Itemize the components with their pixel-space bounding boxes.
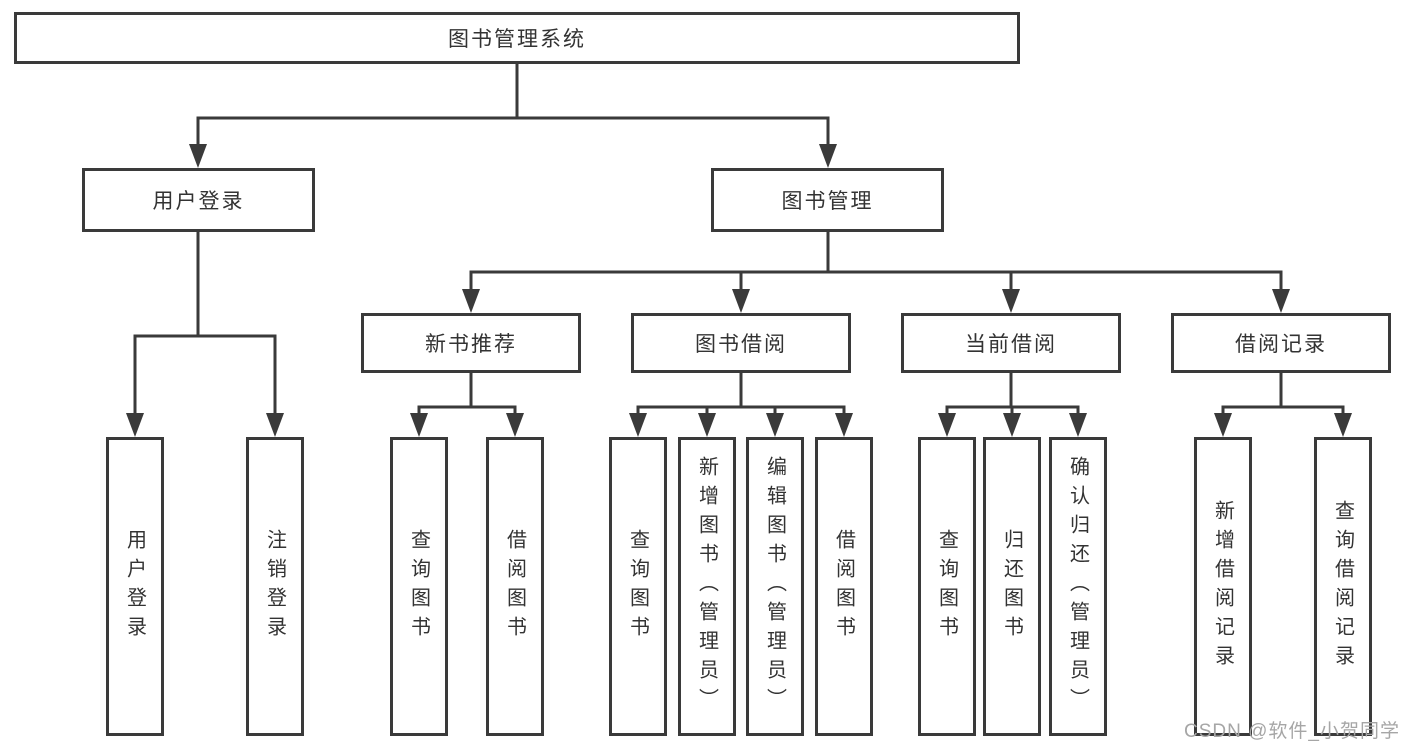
leaf-cb-query-book: 查询图书 — [918, 437, 976, 736]
leaf-user-login: 用户登录 — [106, 437, 164, 736]
leaf-nbr-query-book: 查询图书 — [390, 437, 448, 736]
leaf-bb-borrow-book: 借阅图书 — [815, 437, 873, 736]
leaf-br-query-record: 查询借阅记录 — [1314, 437, 1372, 736]
node-borrow-record: 借阅记录 — [1171, 313, 1391, 373]
node-root-system: 图书管理系统 — [14, 12, 1020, 64]
leaf-nbr-borrow-book: 借阅图书 — [486, 437, 544, 736]
leaf-cb-return-book: 归还图书 — [983, 437, 1041, 736]
leaf-bb-query-book: 查询图书 — [609, 437, 667, 736]
csdn-watermark: CSDN @软件_小贺同学 — [1184, 721, 1400, 742]
leaf-bb-edit-book-admin: 编辑图书（管理员） — [746, 437, 804, 736]
node-user-login: 用户登录 — [82, 168, 315, 232]
node-book-management: 图书管理 — [711, 168, 944, 232]
leaf-bb-add-book-admin: 新增图书（管理员） — [678, 437, 736, 736]
node-new-book-recommend: 新书推荐 — [361, 313, 581, 373]
node-current-borrow: 当前借阅 — [901, 313, 1121, 373]
node-book-borrow: 图书借阅 — [631, 313, 851, 373]
leaf-cb-confirm-return-admin: 确认归还（管理员） — [1049, 437, 1107, 736]
leaf-br-add-record: 新增借阅记录 — [1194, 437, 1252, 736]
leaf-logout: 注销登录 — [246, 437, 304, 736]
